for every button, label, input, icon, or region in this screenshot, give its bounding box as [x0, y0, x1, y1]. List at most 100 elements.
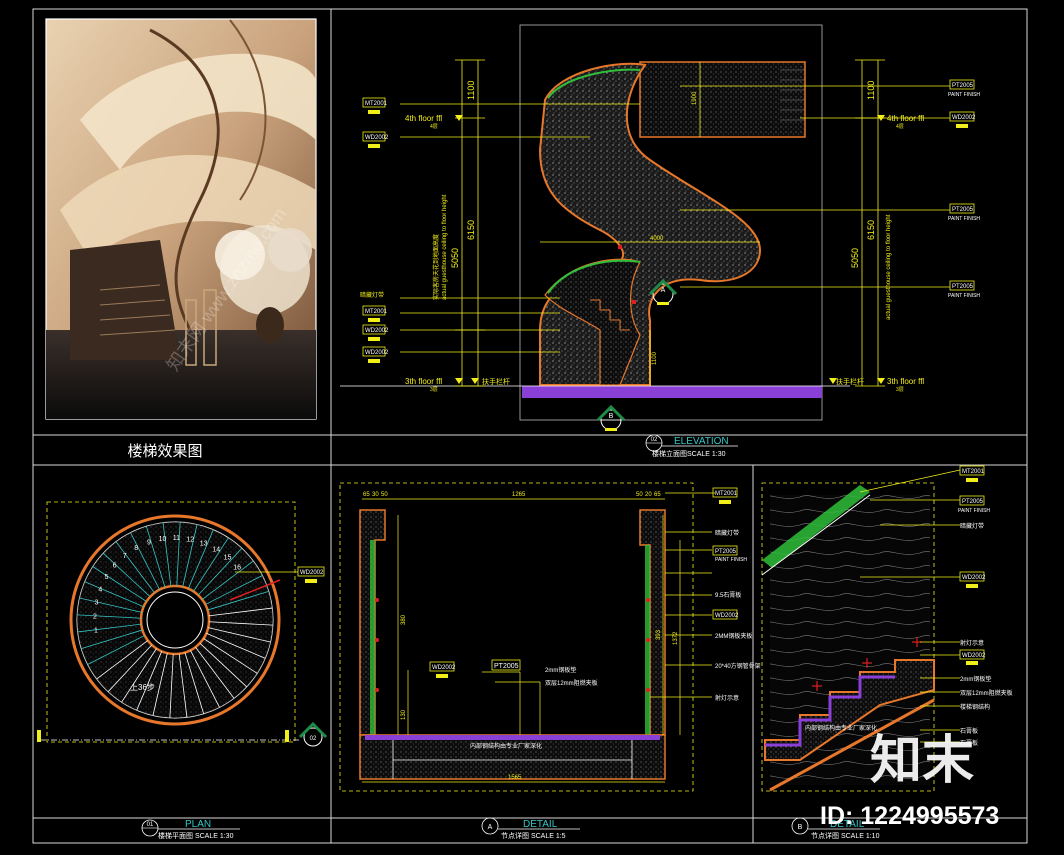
detail-dim-small-2: 30 [372, 492, 379, 498]
elev-tag-4: WD2002 [365, 328, 389, 334]
elevation-tags-left: MT2001 WD2002 MT2001 WD2002 WD2002 暗藏灯带 [360, 97, 389, 363]
image-id: ID: 1224995573 [820, 802, 999, 830]
plan-step-line [84, 581, 144, 608]
plan-step-number: 11 [173, 535, 180, 542]
photo-caption: 楼梯效果图 [127, 443, 202, 460]
elevation-subtitle: 楼梯立面图SCALE 1:30 [652, 449, 726, 458]
detail-b-note-7: 石膏板 [960, 727, 978, 735]
plan-step-number: 7 [123, 553, 127, 560]
plan-step-line [92, 566, 147, 602]
plan-step-number: 2 [93, 614, 97, 621]
plan-step-line [145, 526, 166, 588]
dim-inner-height: 1900 [692, 91, 698, 105]
detail-b-note-6: 楼梯钢结构 [960, 703, 990, 711]
ceiling-note-left: actual guesthouse ceiling to floor heigh… [442, 194, 448, 300]
plan-step-line [207, 590, 269, 611]
plan-step-number: 1 [94, 628, 98, 635]
plan-step-line [115, 541, 155, 594]
detail-dim-small-1: 65 [363, 492, 370, 498]
detail-dim-right-b: 1372 [673, 631, 679, 645]
level-3-left: 3th floor ffl [405, 377, 442, 386]
section-marker-b: B [596, 404, 626, 431]
level-3-right-cn: 3层 [896, 387, 904, 393]
plan-step-number: 6 [113, 563, 117, 570]
plan-step-line [87, 635, 145, 665]
plan-step-number: 12 [186, 536, 194, 543]
elev-tag-3: MT2001 [365, 309, 388, 315]
plan-marker: 02 [310, 736, 317, 742]
detail-b-title: DETAIL [830, 819, 865, 830]
detail-dim-right-a: 393 [656, 629, 662, 640]
detail-dim-top: 1265 [512, 492, 526, 498]
plan-title: PLAN [185, 819, 211, 830]
rail-left: 扶手栏杆 [482, 377, 510, 386]
level-3-left-cn: 3层 [430, 387, 438, 393]
detail-b-note-3: 射灯示意 [960, 639, 984, 647]
section-marker-b-label: B [609, 413, 614, 420]
plan-step-line [107, 644, 153, 692]
elevation-sheet-no: 02 [651, 437, 658, 443]
section-marker-a: A [648, 278, 678, 305]
plan-step-number: 9 [147, 539, 151, 546]
detail-b-note-2: 暗藏灯带 [960, 522, 984, 530]
plan-step-number: 13 [200, 540, 208, 547]
dim-inner-width: 4000 [650, 236, 664, 242]
elev-rtag-3: PT2005 [952, 207, 974, 213]
detail-b-sheet-no: B [798, 824, 803, 831]
plan-step-number: 10 [159, 536, 167, 543]
elevation-vertical-notes: actual guesthouse ceiling to floor heigh… [432, 194, 892, 320]
plan-tag: WD2002 [300, 570, 324, 576]
detail-dim-left: 380 [401, 614, 407, 625]
detail-note-1: 暗藏灯带 [715, 529, 739, 537]
plan-step-number: 8 [134, 545, 138, 552]
elev-tag-5: WD2002 [365, 350, 389, 356]
detail-tag-2: PT2005 [715, 549, 737, 555]
plan-step-line [79, 597, 142, 613]
plan-step-line [201, 560, 254, 600]
elev-led-note: 暗藏灯带 [360, 291, 384, 299]
detail-tag-1: MT2001 [715, 491, 738, 497]
detail-note-3: 9.5石膏板 [715, 591, 741, 599]
plan-step-number: 4 [98, 586, 102, 593]
detail-note-5: 2MM钢板夹板 [715, 632, 752, 640]
plan-step-line [81, 629, 143, 650]
detail-dim-small-4: 50 [636, 492, 643, 498]
detail-dim-small-6: 65 [654, 492, 661, 498]
detail-dim-left-b: 130 [401, 709, 407, 720]
plan-step-line [187, 529, 214, 589]
elev-rtag-1: PT2005 [952, 83, 974, 89]
detail-dim-small-5: 20 [645, 492, 652, 498]
plan-step-line [77, 623, 142, 633]
level-4-left: 4th floor ffl [405, 114, 442, 123]
plan-step-line [121, 648, 157, 703]
plan-step-line [136, 651, 163, 711]
plan-step-number: 5 [104, 574, 108, 581]
elevation-drawing [340, 24, 850, 421]
plan-step-line [96, 640, 149, 680]
plan-step-line [178, 653, 188, 718]
elevation-dimension-labels: 1100 6150 5050 1100 6150 5050 4000 1900 … [450, 81, 876, 365]
detail-tag-4: PT2005 [494, 663, 519, 670]
elev-rtag-4-sub: PAINT FINISH [948, 293, 980, 299]
level-4-left-cn: 4层 [430, 124, 438, 130]
detail-b-title-block: B DETAIL 节点详图 SCALE 1:10 [791, 817, 880, 840]
detail-a-subtitle: 节点详图 SCALE 1:5 [501, 831, 566, 840]
brand-logo: 知末 [870, 732, 974, 790]
plan-step-line [193, 537, 229, 592]
level-4-right-cn: 4层 [896, 124, 904, 130]
elev-tag-2: WD2002 [365, 135, 389, 141]
detail-note-4: WD2002 [715, 613, 739, 619]
detail-center-note-2: 双层12mm阻燃夹板 [545, 679, 598, 687]
detail-dim-bottom: 1565 [508, 775, 522, 781]
plan-step-line [208, 627, 271, 643]
dim-bottom-left: 1100 [652, 351, 658, 365]
plan-step-line [169, 653, 174, 718]
detail-b-subtitle: 节点详图 SCALE 1:10 [811, 831, 880, 840]
plan-step-line [152, 653, 168, 716]
level-3-right: 3th floor ffl [887, 377, 924, 386]
plan-step-line [206, 632, 266, 659]
plan-step-line [130, 532, 160, 590]
section-marker-a-label: A [661, 287, 666, 294]
plan-step-line [176, 522, 181, 587]
